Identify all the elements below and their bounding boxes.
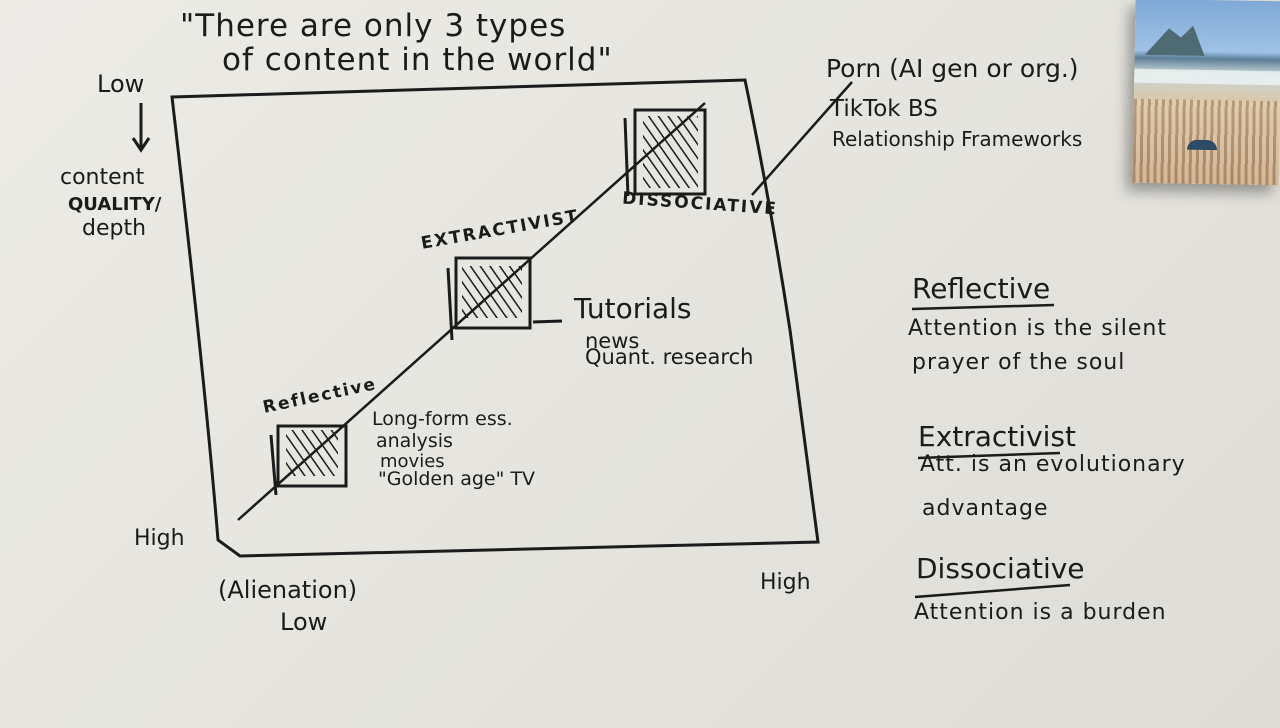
- y-axis-high-label: High: [134, 526, 185, 551]
- dissociative-underline: [914, 583, 1071, 599]
- x-axis-low-label: Low: [280, 608, 328, 636]
- reflective-example-4: "Golden age" TV: [378, 468, 535, 490]
- x-axis-high-label: High: [760, 570, 811, 595]
- dissociative-example-1: Porn (AI gen or org.): [826, 54, 1079, 83]
- y-axis-title-line1: content: [60, 165, 145, 190]
- x-axis-title: (Alienation): [218, 576, 358, 604]
- y-axis-low-label: Low: [97, 70, 145, 98]
- dissociative-example-3: Relationship Frameworks: [832, 127, 1083, 151]
- y-axis-title-line2: QUALITY/: [68, 194, 162, 215]
- legend-desc-reflective-2: prayer of the soul: [912, 350, 1126, 375]
- legend-term-extractivist: Extractivist: [918, 420, 1076, 453]
- dissociative-example-2: TikTok BS: [830, 96, 938, 122]
- legend-desc-extractivist-1: Att. is an evolutionary: [920, 452, 1186, 477]
- reflective-example-2: analysis: [376, 430, 453, 452]
- reflective-box: [269, 424, 348, 496]
- extractivist-example-3: Quant. research: [585, 345, 754, 369]
- legend-desc-reflective-1: Attention is the silent: [908, 316, 1167, 341]
- extractivist-example-2: news: [585, 329, 640, 353]
- extractivist-box: [446, 256, 563, 341]
- low-arrow-head: [131, 137, 151, 153]
- legend-term-dissociative: Dissociative: [916, 552, 1085, 585]
- plot-frame: [170, 78, 820, 558]
- legend-desc-extractivist-2: advantage: [922, 496, 1049, 521]
- title-line2: of content in the world": [222, 42, 613, 78]
- extractivist-example-1: Tutorials: [574, 292, 692, 325]
- legend-desc-dissociative-1: Attention is a burden: [914, 600, 1167, 625]
- title-line1: "There are only 3 types: [180, 8, 567, 44]
- dissociative-box: [623, 108, 707, 197]
- extractivist-underline: [917, 451, 1061, 460]
- reflective-example-3: movies: [380, 451, 445, 472]
- reflective-underline: [911, 303, 1055, 311]
- dissociative-pointer-line: [751, 81, 853, 196]
- y-axis-title-line3: depth: [82, 216, 147, 241]
- legend-term-reflective: Reflective: [912, 272, 1051, 305]
- reflective-example-1: Long-form ess.: [372, 408, 513, 430]
